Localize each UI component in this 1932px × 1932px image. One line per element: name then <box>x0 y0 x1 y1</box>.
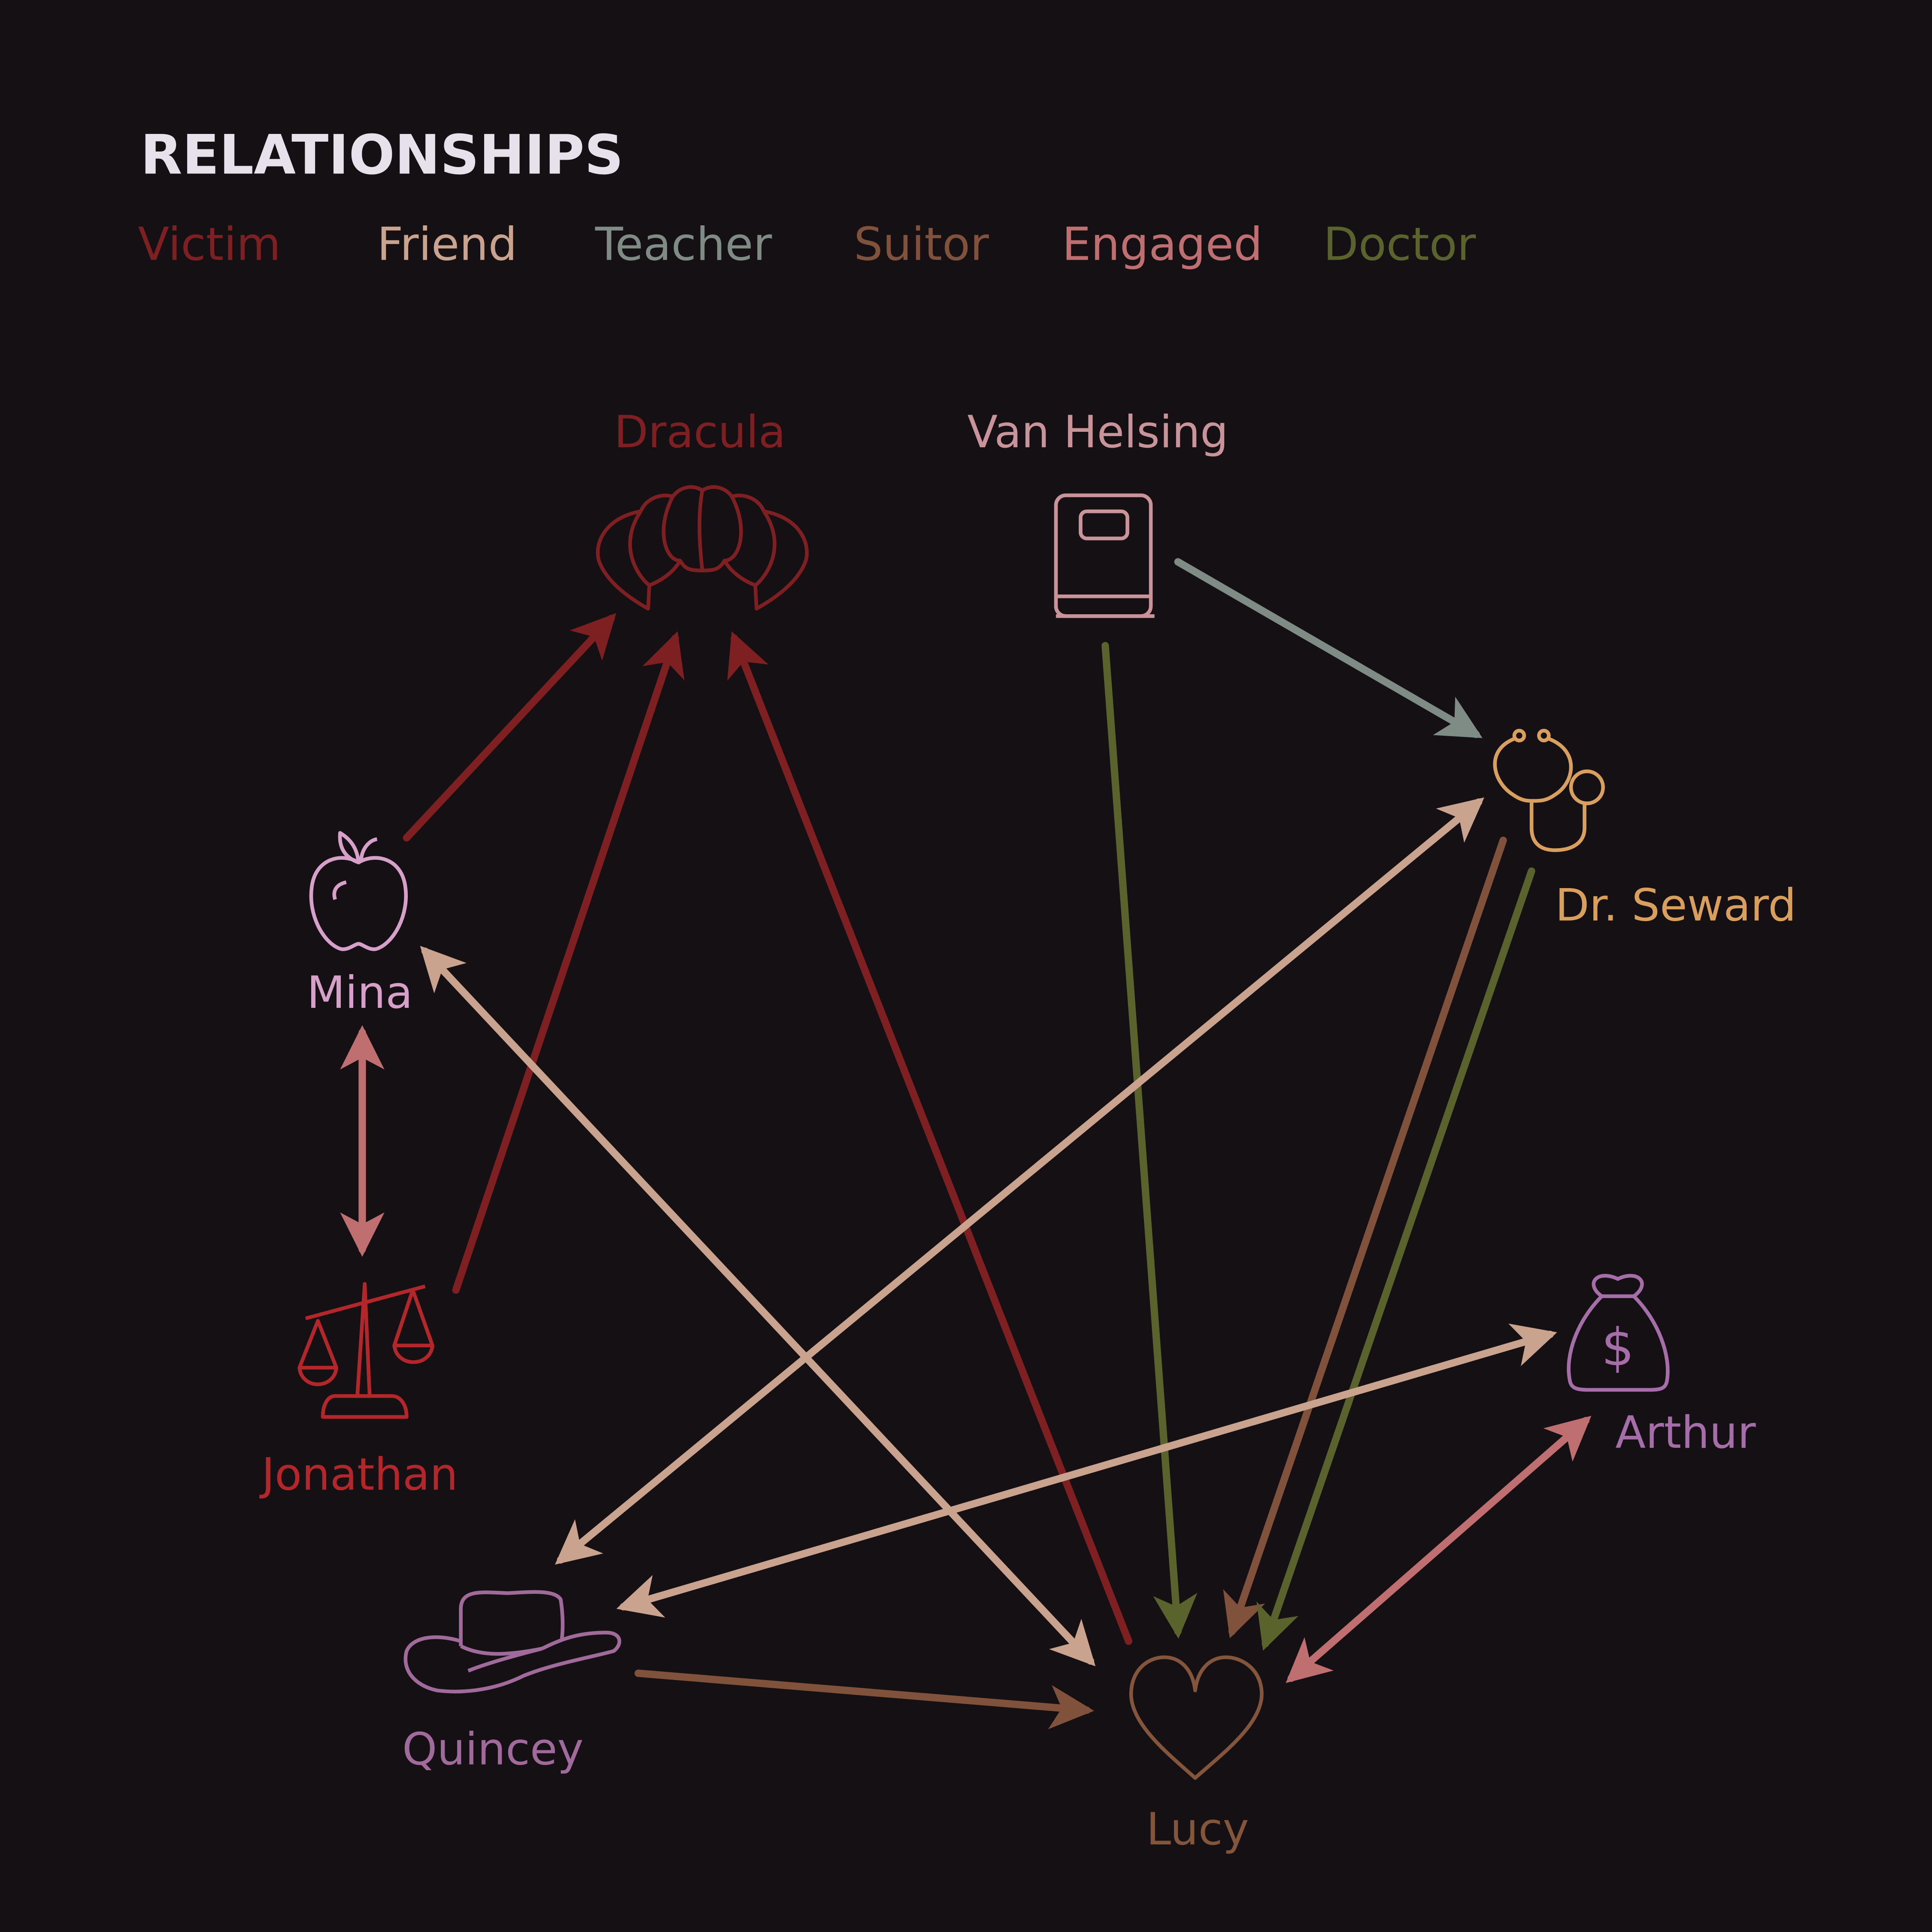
money-bag-icon <box>1567 1274 1670 1392</box>
node-label-seward: Dr. Seward <box>1555 880 1796 931</box>
diagram-title: RELATIONSHIPS <box>140 124 623 187</box>
book-icon <box>1054 493 1155 618</box>
node-label-dracula: Dracula <box>614 406 786 458</box>
legend-teacher: Teacher <box>594 218 772 271</box>
edges <box>340 558 1592 1729</box>
edge-suitor-quincey-lucy <box>634 1669 1094 1729</box>
node-dracula: Dracula <box>596 406 809 611</box>
heart-icon <box>1129 1655 1264 1780</box>
edge-suitor-seward-lucy <box>1223 837 1507 1638</box>
node-label-arthur: Arthur <box>1615 1407 1756 1459</box>
edge-doctor-seward-lucy <box>1256 867 1535 1651</box>
stethoscope-icon <box>1493 728 1605 852</box>
node-vanhelsing: Van Helsing <box>968 406 1228 618</box>
legend-engaged: Engaged <box>1062 218 1262 271</box>
edge-teacher-vanhelsing-seward <box>1174 558 1483 738</box>
node-label-vanhelsing: Van Helsing <box>968 406 1228 458</box>
edge-doctor-vanhelsing-lucy <box>1101 642 1198 1639</box>
node-jonathan: Jonathan <box>259 1282 458 1500</box>
node-mina: Mina <box>307 831 413 1019</box>
legend-doctor: Doctor <box>1323 218 1476 271</box>
edge-victim-mina-dracula <box>403 613 616 842</box>
fangs-icon <box>596 485 809 611</box>
edge-friend-quincey-arthur <box>616 1323 1557 1618</box>
edge-friend-mina-lucy <box>420 946 1096 1667</box>
edge-friend-quincey-seward <box>555 797 1484 1565</box>
node-arthur: Arthur $ <box>1567 1274 1756 1459</box>
cowboy-hat-icon <box>403 1590 622 1694</box>
node-lucy: Lucy <box>1129 1655 1264 1855</box>
edge-engaged-lucy-arthur <box>1286 1416 1592 1683</box>
legend-friend: Friend <box>377 218 517 271</box>
node-quincey: Quincey <box>402 1590 622 1775</box>
edge-victim-jonathan-dracula <box>452 631 685 1294</box>
scales-icon <box>297 1282 434 1419</box>
legend-victim: Victim <box>138 218 281 271</box>
node-label-mina: Mina <box>307 967 413 1019</box>
node-label-jonathan: Jonathan <box>259 1449 458 1500</box>
apple-icon <box>309 831 408 951</box>
node-label-quincey: Quincey <box>402 1724 584 1775</box>
legend: Victim Friend Teacher Suitor Engaged Doc… <box>138 218 1476 271</box>
node-label-lucy: Lucy <box>1146 1804 1249 1855</box>
node-seward: Dr. Seward <box>1493 728 1796 931</box>
legend-suitor: Suitor <box>854 218 989 271</box>
dollar-sign-icon: $ <box>1601 1318 1635 1378</box>
